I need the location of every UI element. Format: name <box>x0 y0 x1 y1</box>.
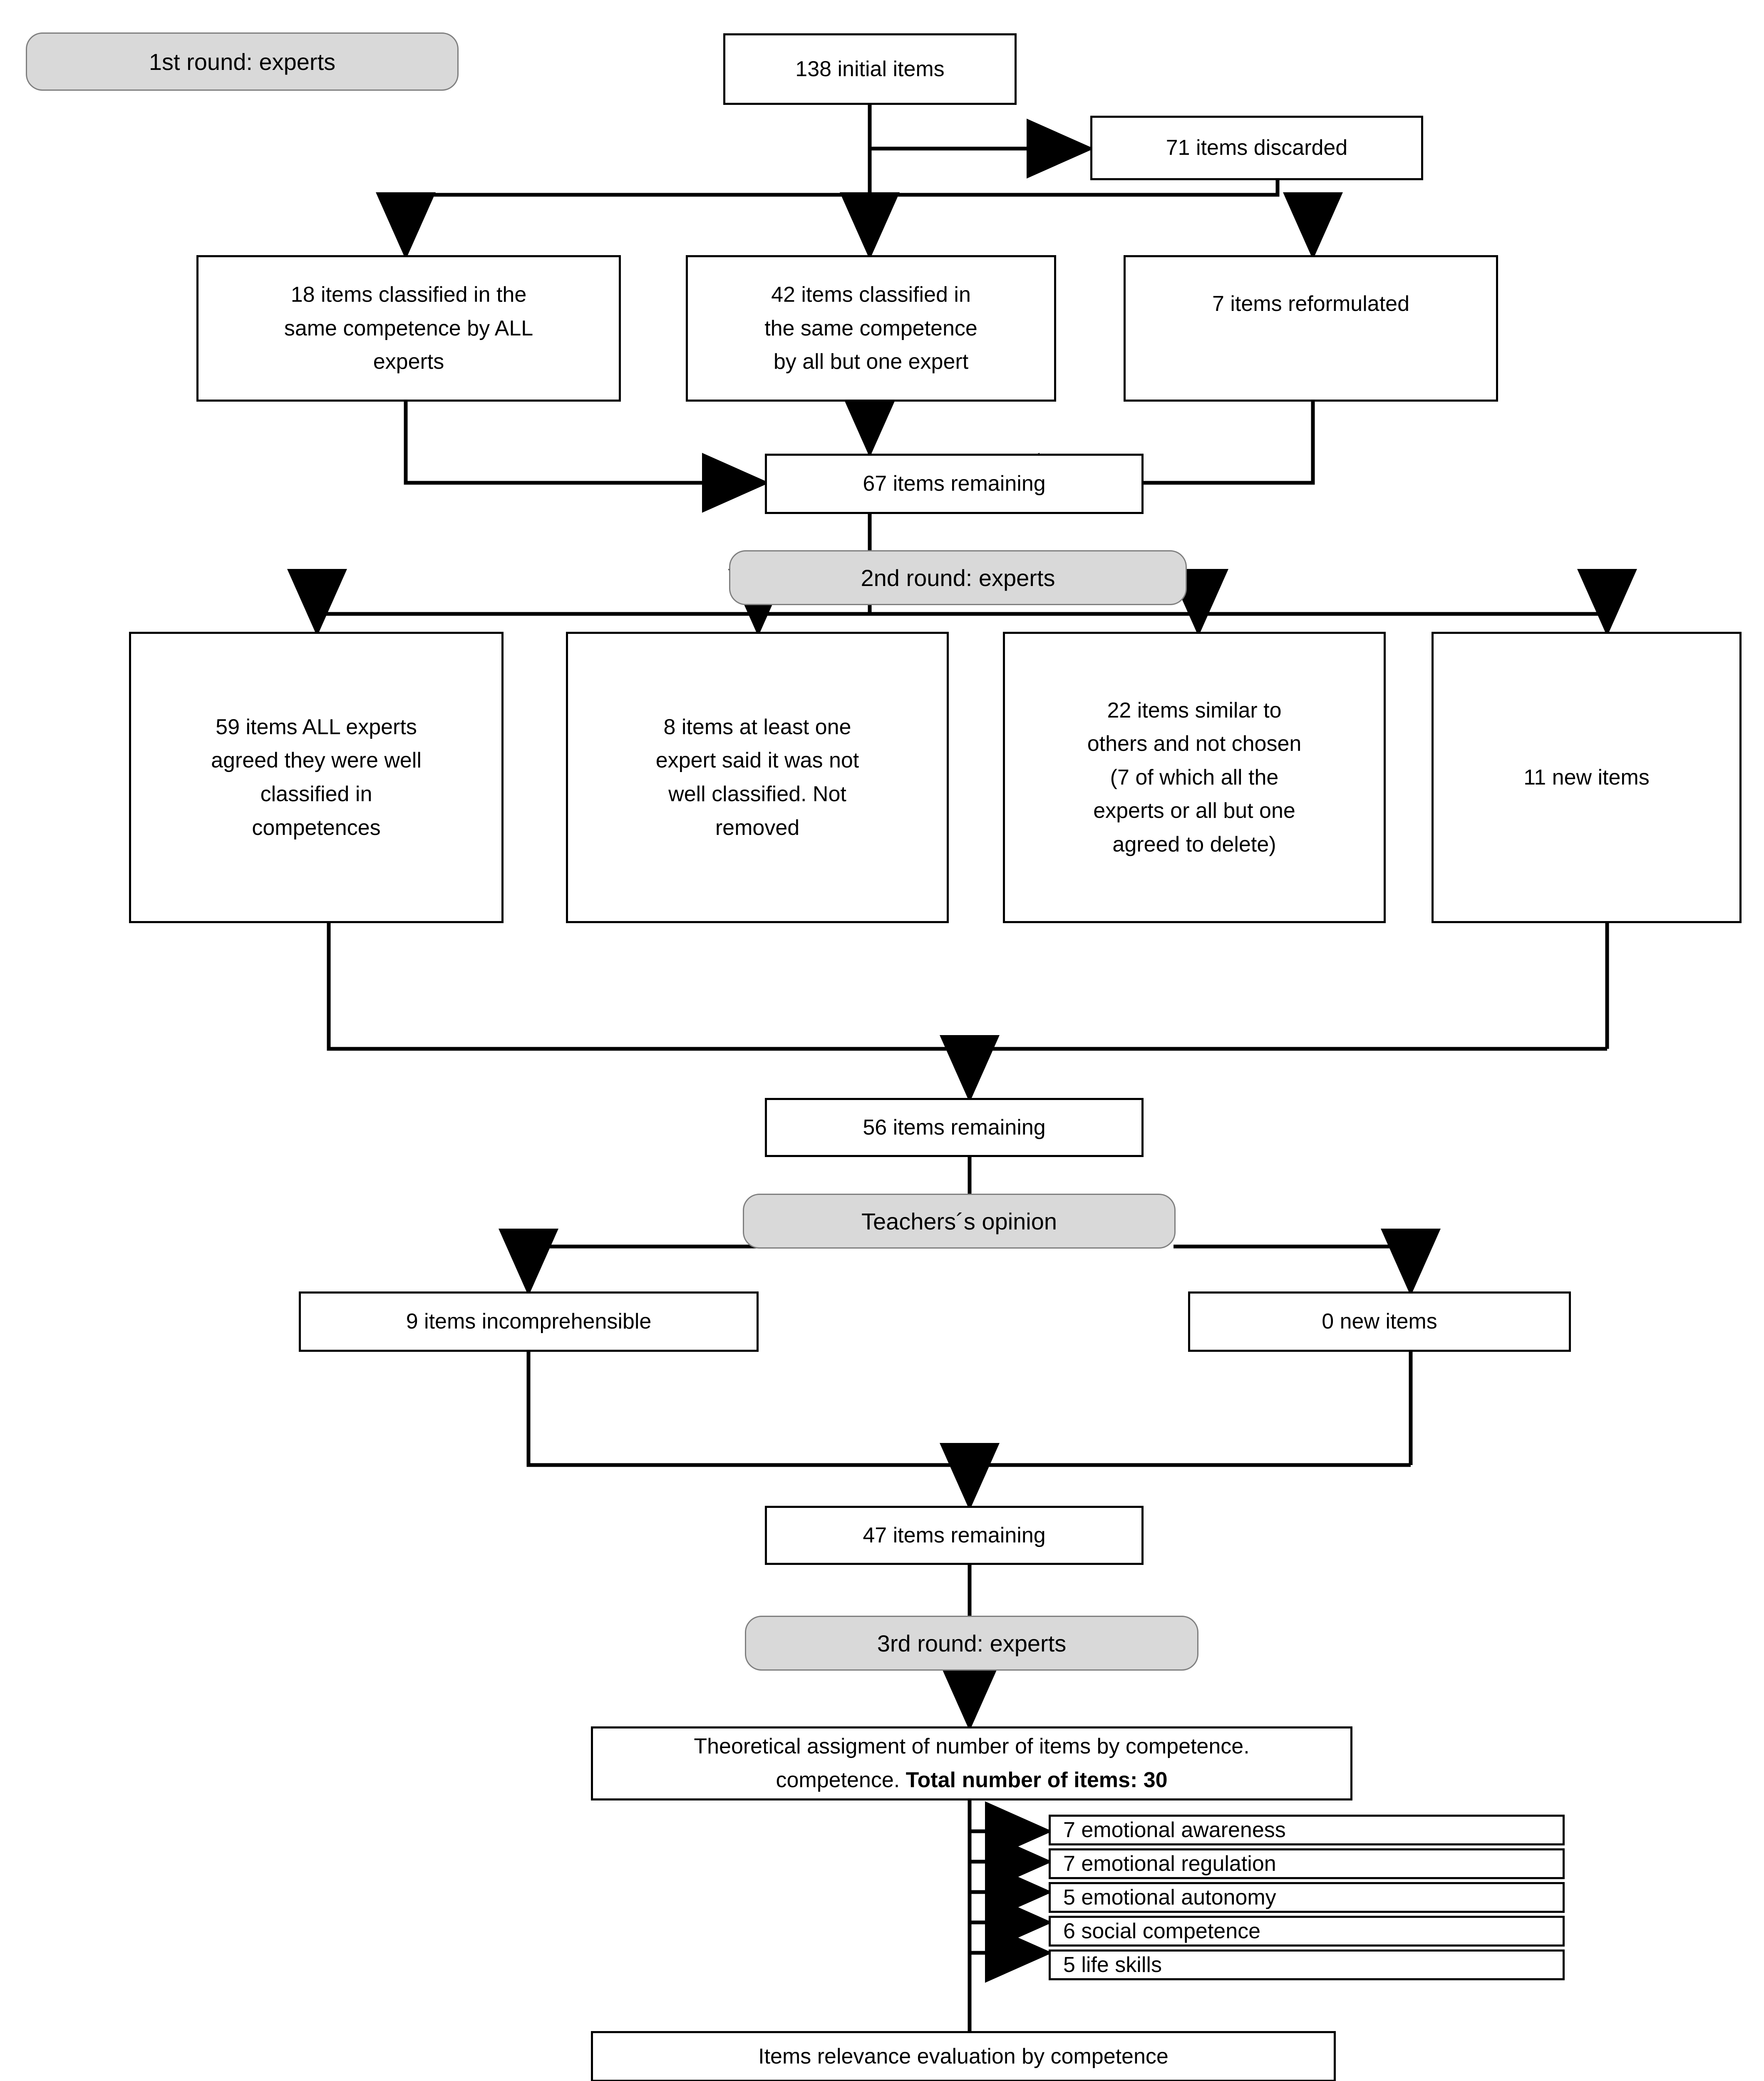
node-classified-all-line-2: same competence by ALL <box>284 316 533 340</box>
node-remaining-67: 67 items remaining <box>765 454 1144 514</box>
competence-allocation-label: 6 social competence <box>1063 1919 1261 1943</box>
node-theoretical-assignment: Theoretical assigment of number of items… <box>591 1726 1352 1800</box>
stage-pill-round1: 1st round: experts <box>26 32 459 91</box>
competence-allocation-row: 7 emotional awareness <box>1049 1815 1565 1845</box>
node-similar-not-chosen-line-5: agreed to delete) <box>1112 832 1276 857</box>
node-similar-not-chosen: 22 items similar to others and not chose… <box>1003 632 1386 923</box>
node-new-items-11: 11 new items <box>1432 632 1742 923</box>
competence-allocation-row: 5 life skills <box>1049 1949 1565 1980</box>
node-similar-not-chosen-line-1: 22 items similar to <box>1107 698 1282 723</box>
stage-pill-teachers: Teachers´s opinion <box>743 1194 1176 1249</box>
node-theoretical-assignment-line-1: Theoretical assigment of number of items… <box>694 1730 1249 1763</box>
competence-allocation-stack: 7 emotional awareness 7 emotional regula… <box>1049 1815 1565 1980</box>
node-classified-all-but-one: 42 items classified in the same competen… <box>686 255 1056 402</box>
node-theoretical-assignment-text: Theoretical assigment of number of items… <box>694 1734 1250 1759</box>
node-remaining-56-label: 56 items remaining <box>863 1115 1046 1140</box>
node-new-items-0-label: 0 new items <box>1322 1309 1437 1334</box>
node-agreed-well-classified-line-1: 59 items ALL experts <box>216 715 417 739</box>
competence-allocation-label: 7 emotional awareness <box>1063 1818 1286 1842</box>
node-not-well-classified-line-4: removed <box>715 815 800 840</box>
node-relevance-evaluation-label: Items relevance evaluation by competence <box>758 2044 1169 2069</box>
node-reformulated: 7 items reformulated <box>1124 255 1498 402</box>
node-classified-all-but-one-line-1: 42 items classified in <box>771 283 971 307</box>
node-not-well-classified-line-1: 8 items at least one <box>663 715 851 739</box>
stage-pill-teachers-label: Teachers´s opinion <box>861 1208 1057 1234</box>
node-agreed-well-classified-line-4: competences <box>252 815 381 840</box>
node-not-well-classified: 8 items at least one expert said it was … <box>566 632 949 923</box>
node-new-items-0: 0 new items <box>1188 1291 1571 1352</box>
node-theoretical-assignment-total: Total number of items: 30 <box>906 1768 1168 1792</box>
competence-allocation-label: 5 life skills <box>1063 1953 1162 1977</box>
competence-allocation-row: 7 emotional regulation <box>1049 1848 1565 1879</box>
node-remaining-56: 56 items remaining <box>765 1098 1144 1157</box>
node-not-well-classified-line-3: well classified. Not <box>668 782 846 806</box>
node-similar-not-chosen-line-2: others and not chosen <box>1087 732 1302 756</box>
stage-pill-round2-label: 2nd round: experts <box>861 564 1055 591</box>
node-not-well-classified-line-2: expert said it was not <box>655 748 859 773</box>
node-agreed-well-classified-line-2: agreed they were well <box>211 748 422 773</box>
node-discarded: 71 items discarded <box>1090 116 1423 180</box>
node-similar-not-chosen-line-3: (7 of which all the <box>1110 765 1279 790</box>
node-initial-items-label: 138 initial items <box>795 57 945 81</box>
competence-allocation-label: 7 emotional regulation <box>1063 1852 1276 1876</box>
stage-pill-round2: 2nd round: experts <box>729 550 1187 605</box>
node-agreed-well-classified: 59 items ALL experts agreed they were we… <box>129 632 504 923</box>
node-remaining-67-label: 67 items remaining <box>863 472 1046 496</box>
node-incomprehensible-9: 9 items incomprehensible <box>299 1291 759 1352</box>
node-similar-not-chosen-line-4: experts or all but one <box>1093 799 1295 823</box>
node-classified-all: 18 items classified in the same competen… <box>196 255 621 402</box>
node-agreed-well-classified-line-3: classified in <box>260 782 372 806</box>
stage-pill-round1-label: 1st round: experts <box>149 48 336 75</box>
stage-pill-round3: 3rd round: experts <box>745 1616 1198 1671</box>
node-discarded-label: 71 items discarded <box>1166 136 1348 160</box>
node-remaining-47: 47 items remaining <box>765 1506 1144 1565</box>
stage-pill-round3-label: 3rd round: experts <box>877 1630 1067 1656</box>
node-relevance-evaluation: Items relevance evaluation by competence <box>591 2031 1336 2081</box>
node-classified-all-but-one-line-3: by all but one expert <box>773 350 969 374</box>
node-classified-all-line-1: 18 items classified in the <box>290 283 527 307</box>
node-remaining-47-label: 47 items remaining <box>863 1523 1046 1547</box>
node-classified-all-line-3: experts <box>373 350 444 374</box>
node-reformulated-label: 7 items reformulated <box>1212 292 1409 316</box>
node-theoretical-assignment-line-2: competence. Total number of items: 30 <box>776 1763 1167 1797</box>
node-initial-items: 138 initial items <box>723 33 1017 105</box>
node-classified-all-but-one-line-2: the same competence <box>764 316 978 340</box>
competence-allocation-row: 6 social competence <box>1049 1916 1565 1947</box>
competence-allocation-row: 5 emotional autonomy <box>1049 1882 1565 1913</box>
node-incomprehensible-9-label: 9 items incomprehensible <box>406 1309 652 1334</box>
competence-allocation-label: 5 emotional autonomy <box>1063 1885 1276 1910</box>
node-new-items-11-label: 11 new items <box>1523 765 1650 790</box>
node-theoretical-assignment-prefix: competence. <box>776 1768 906 1792</box>
